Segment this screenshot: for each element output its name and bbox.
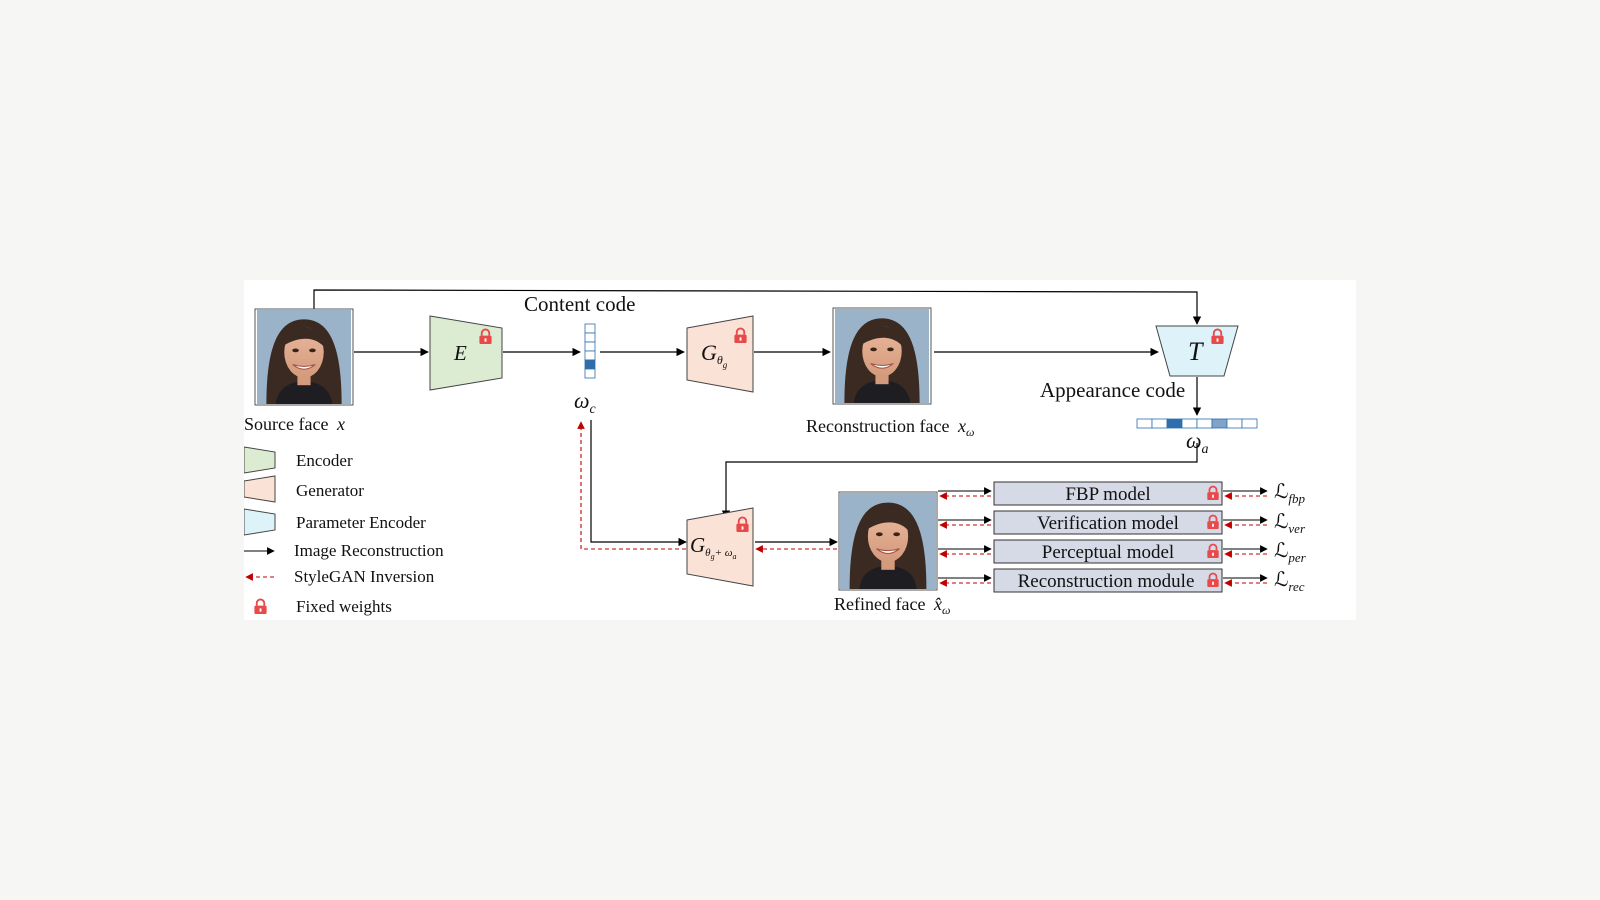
loss-label: ℒper — [1274, 540, 1307, 565]
content-code-vector — [584, 323, 596, 379]
module-label: FBP model — [1065, 484, 1150, 505]
appearance-code-label: Appearance code — [1040, 378, 1185, 402]
encoder-symbol: E — [453, 341, 467, 365]
omega-c-symbol: ωc — [574, 388, 597, 417]
generator-block: Gθg — [686, 315, 754, 393]
generator2-block: Gθg+ ωa — [686, 507, 754, 587]
architecture-diagram: Source face x E Content code ωc Gθg — [243, 289, 1307, 617]
source-face-image — [254, 308, 354, 406]
legend-item-encoder: Encoder — [243, 446, 353, 474]
source-face-label: Source face x — [244, 414, 345, 434]
skip-connection-arrow — [313, 289, 1202, 325]
module-label: Perceptual model — [1042, 542, 1174, 563]
module-reconstruction: Reconstruction module ℒrec — [938, 568, 1305, 594]
refined-face-label: Refined face x̂ω — [834, 594, 950, 617]
reconstruction-face-image — [832, 307, 932, 405]
legend-label: Parameter Encoder — [296, 513, 426, 532]
refined-face-image — [838, 491, 938, 591]
module-label: Reconstruction module — [1018, 571, 1195, 592]
loss-label: ℒfbp — [1274, 481, 1306, 506]
legend-item-image-reconstruction: Image Reconstruction — [244, 541, 444, 560]
module-perceptual: Perceptual model ℒper — [938, 539, 1307, 565]
encoder-block: E — [429, 315, 503, 391]
loss-label: ℒrec — [1274, 569, 1305, 594]
legend-label: Fixed weights — [296, 597, 392, 616]
generator2-symbol: Gθg+ ωa — [690, 533, 737, 561]
legend-label: StyleGAN Inversion — [294, 567, 435, 586]
appearance-code-vector — [1136, 418, 1258, 429]
legend-label: Generator — [296, 481, 364, 500]
reconstruction-face-label: Reconstruction face xω — [806, 416, 974, 439]
inversion-arrow-to-content-code — [577, 421, 686, 550]
lock-icon — [253, 598, 268, 615]
legend-item-stylegan-inversion: StyleGAN Inversion — [245, 567, 435, 586]
module-fbp: FBP model ℒfbp — [938, 481, 1306, 506]
legend: Encoder Generator Parameter Encoder Imag… — [243, 446, 444, 616]
loss-label: ℒver — [1274, 511, 1306, 536]
legend-item-fixed-weights: Fixed weights — [253, 597, 392, 616]
diagram-panel: Source face x E Content code ωc Gθg — [243, 280, 1356, 620]
legend-item-param-encoder: Parameter Encoder — [243, 508, 426, 536]
arrow-appearance-code-to-generator2 — [721, 443, 1198, 519]
generator-symbol: Gθg — [701, 340, 728, 370]
param-encoder-block: T — [1155, 325, 1239, 377]
legend-label: Image Reconstruction — [294, 541, 444, 560]
module-verification: Verification model ℒver — [938, 510, 1306, 536]
legend-label: Encoder — [296, 451, 353, 470]
module-label: Verification model — [1037, 513, 1179, 534]
content-code-label: Content code — [524, 292, 635, 316]
param-encoder-symbol: T — [1188, 337, 1204, 366]
omega-a-symbol: ωa — [1186, 428, 1209, 457]
arrow-content-code-to-generator2 — [590, 420, 687, 547]
legend-item-generator: Generator — [243, 475, 364, 503]
